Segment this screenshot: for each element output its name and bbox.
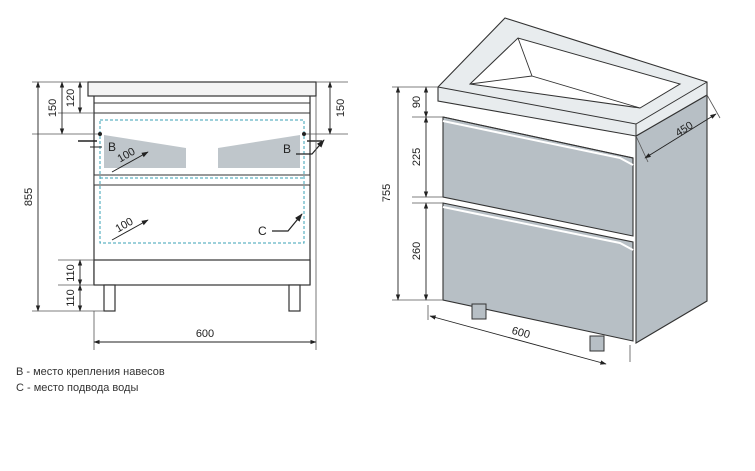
front-bottom-plinth: [93, 259, 311, 286]
dim-110-lower: 110: [65, 289, 77, 307]
dim-225: 225: [411, 148, 423, 166]
dim-120: 120: [65, 89, 77, 107]
dim-150-left: 150: [47, 99, 59, 117]
legend-water-supply: C - место подвода воды: [16, 382, 139, 394]
legend-hang-points: B - место крепления навесов: [16, 366, 165, 378]
front-leg-left: [103, 284, 116, 312]
iso-side-panel: [635, 94, 708, 344]
hang-point-label-left: B: [108, 140, 116, 154]
dim-260: 260: [411, 242, 423, 260]
water-service-zone: [99, 119, 305, 244]
dim-100-lower: 100: [114, 216, 136, 236]
front-leg-right: [288, 284, 301, 312]
dim-150-right: 150: [335, 99, 347, 117]
siphon-cutout-left: [104, 135, 186, 168]
dim-755: 755: [381, 184, 393, 202]
iso-drawer-lower: [442, 202, 634, 342]
front-basin-top: [87, 81, 317, 97]
iso-basin-bowl: [468, 37, 682, 109]
iso-leg-right: [589, 335, 605, 352]
front-upper-panel: [93, 102, 311, 114]
water-supply-label: C: [258, 224, 267, 238]
dim-855: 855: [23, 188, 35, 206]
front-view: 855 150 120 150 110 110 600 100 100 B B …: [23, 81, 348, 350]
hang-point-label-right: B: [283, 142, 291, 156]
front-middle-shelf: [93, 174, 311, 186]
dim-90: 90: [411, 96, 423, 108]
isometric-view: 755 90 225 260 600 450: [381, 17, 721, 365]
iso-leg-left: [471, 303, 487, 320]
siphon-cutout-right: [218, 135, 300, 168]
dim-600-front: 600: [196, 328, 214, 340]
dim-110-upper: 110: [65, 264, 77, 282]
dim-600-iso: 600: [510, 325, 531, 341]
